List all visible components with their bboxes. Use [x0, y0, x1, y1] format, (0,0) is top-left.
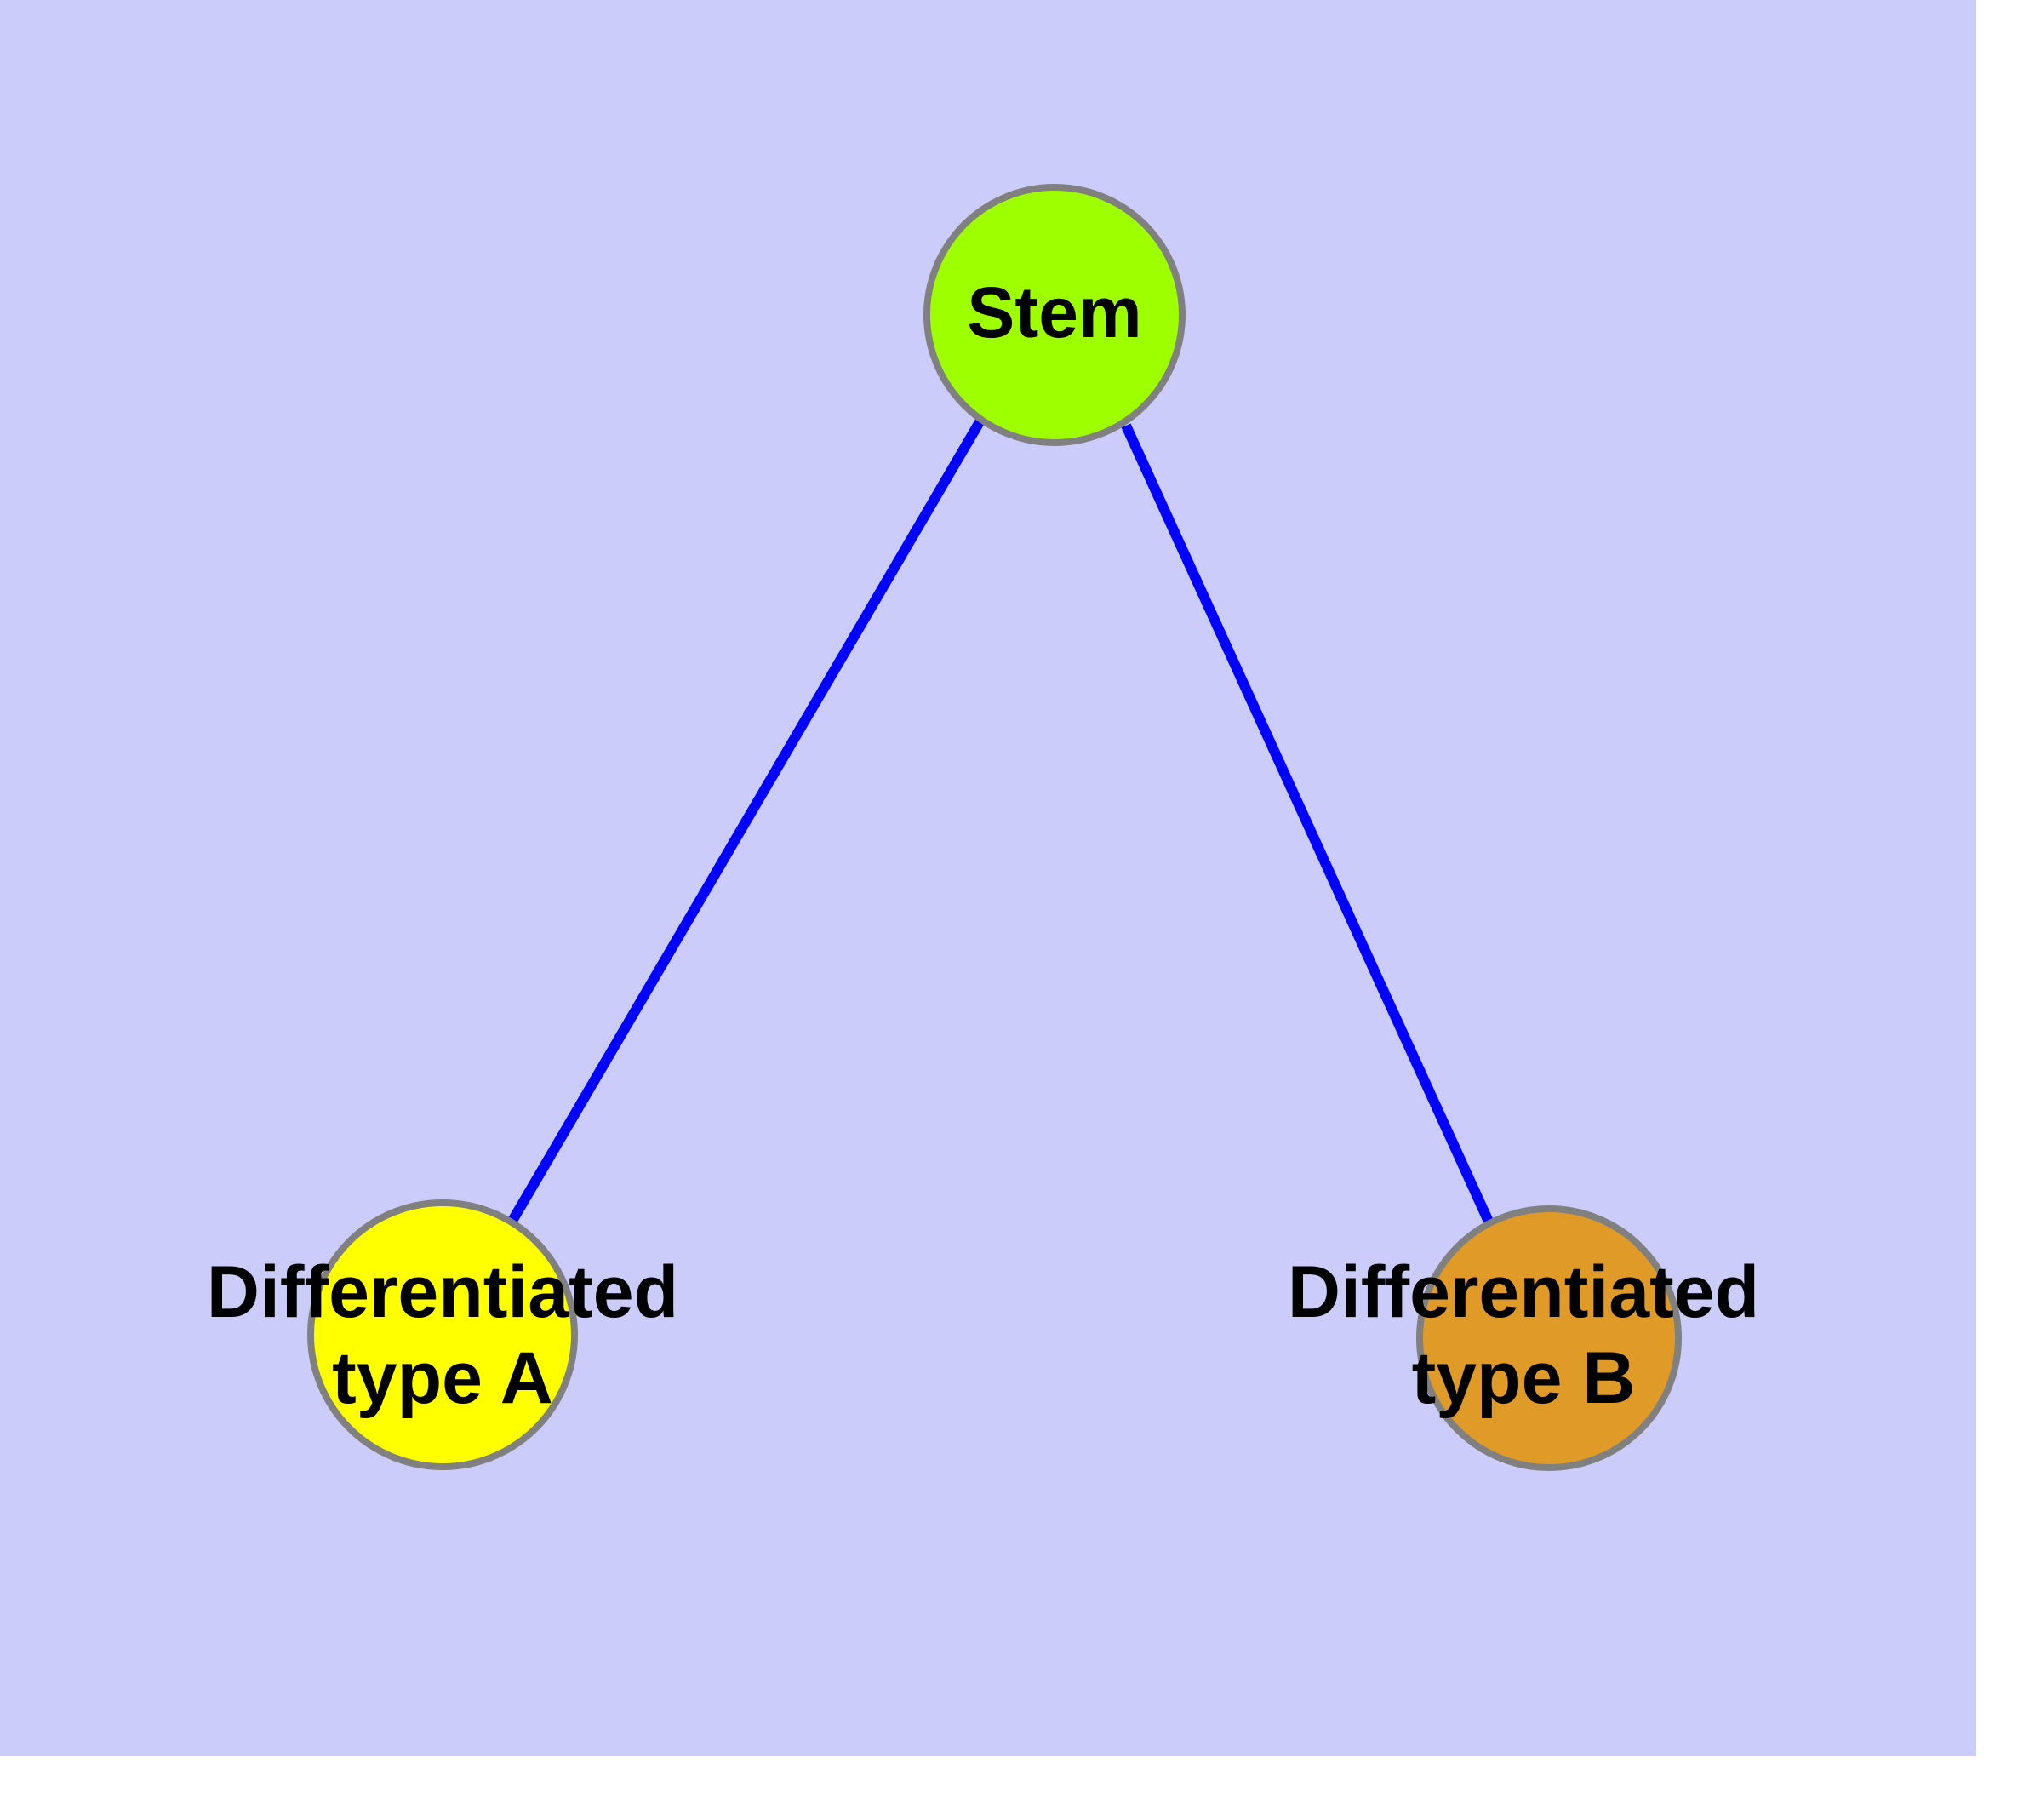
edge-layer — [507, 417, 1495, 1226]
edge-stem-to-differentiated-type-a[interactable] — [507, 417, 986, 1224]
node-stem[interactable] — [923, 184, 1186, 446]
edge-stem-to-differentiated-type-b[interactable] — [1121, 423, 1495, 1226]
node-differentiated-type-a[interactable] — [307, 1199, 578, 1470]
node-differentiated-type-b[interactable] — [1416, 1205, 1682, 1471]
node-layer — [307, 184, 1682, 1471]
